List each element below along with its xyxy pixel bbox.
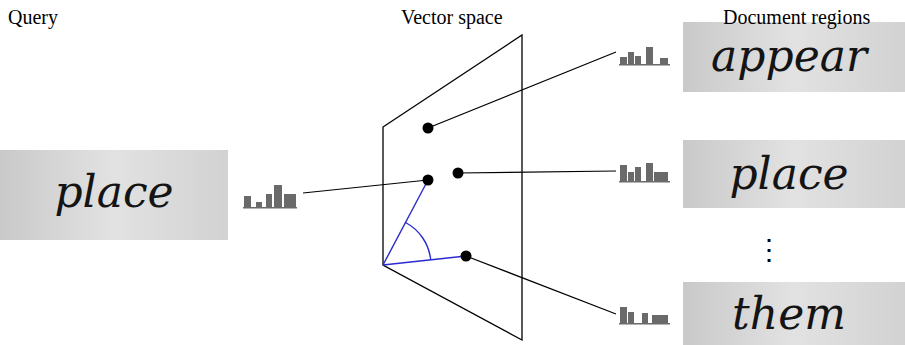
vector-plane bbox=[383, 35, 522, 340]
column-heading: Query bbox=[8, 6, 58, 29]
histogram-icon bbox=[619, 307, 670, 325]
query-image bbox=[0, 150, 228, 240]
handwritten-word: place bbox=[0, 170, 228, 214]
column-heading: Document regions bbox=[723, 6, 870, 29]
histogram-icon bbox=[619, 163, 670, 183]
vector-point bbox=[423, 123, 472, 262]
handwritten-word: appear bbox=[678, 34, 900, 78]
angle-marker bbox=[383, 180, 466, 265]
leader-line bbox=[303, 52, 616, 314]
histogram-icon bbox=[243, 185, 297, 209]
histogram-icon bbox=[619, 47, 670, 66]
ellipsis: ⋮ bbox=[754, 236, 784, 264]
handwritten-word: place bbox=[678, 152, 900, 196]
column-heading: Vector space bbox=[401, 6, 503, 29]
handwritten-word: them bbox=[678, 292, 900, 336]
